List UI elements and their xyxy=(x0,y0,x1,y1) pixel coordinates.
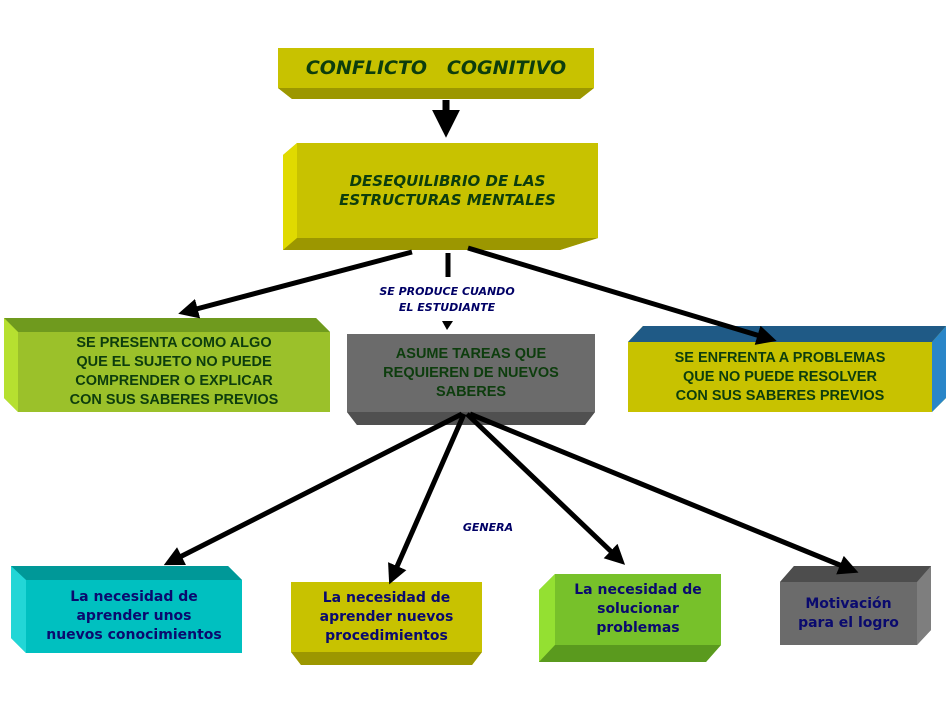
node-solucionar-problemas: La necesidad de solucionar problemas xyxy=(555,574,721,645)
conocimientos-box-3d xyxy=(11,566,242,653)
se-presenta-box-3d xyxy=(4,318,330,412)
procedimientos-box-3d xyxy=(291,582,482,665)
node-nuevos-conocimientos: La necesidad de aprender unos nuevos con… xyxy=(26,580,242,653)
node-motivacion-logro: Motivación para el logro xyxy=(780,582,917,645)
asume-box-3d xyxy=(347,334,595,425)
node-conflicto-cognitivo-text: CONFLICTO COGNITIVO xyxy=(305,57,567,79)
node-desequilibrio: DESEQUILIBRIO DE LAS ESTRUCTURAS MENTALE… xyxy=(297,143,598,238)
label-se-produce-cuando: SE PRODUCE CUANDO EL ESTUDIANTE xyxy=(379,285,515,314)
node-nuevos-conocimientos-text: La necesidad de aprender unos nuevos con… xyxy=(46,589,222,643)
label-genera: GENERA xyxy=(462,521,514,534)
node-asume-tareas-text: ASUME TAREAS QUE REQUIEREN DE NUEVOS SAB… xyxy=(383,345,559,400)
arrow-asume-to-problemas xyxy=(465,412,626,565)
arrow-desequilibrio-to-se-enfrenta xyxy=(467,245,777,345)
node-se-enfrenta: SE ENFRENTA A PROBLEMAS QUE NO PUEDE RES… xyxy=(628,342,932,412)
node-asume-tareas: ASUME TAREAS QUE REQUIEREN DE NUEVOS SAB… xyxy=(347,334,595,412)
arrow-desequilibrio-to-se-presenta xyxy=(178,249,413,319)
node-nuevos-procedimientos-text: La necesidad de aprender nuevos procedim… xyxy=(319,589,454,644)
arrow-asume-to-motivacion xyxy=(469,411,859,575)
node-se-presenta-text: SE PRESENTA COMO ALGO QUE EL SUJETO NO P… xyxy=(69,335,279,408)
arrow-asume-to-procedimientos xyxy=(388,412,467,585)
node-se-presenta: SE PRESENTA COMO ALGO QUE EL SUJETO NO P… xyxy=(18,332,330,412)
node-solucionar-problemas-text: La necesidad de solucionar problemas xyxy=(574,582,702,636)
se-enfrenta-box-3d xyxy=(628,326,946,412)
node-conflicto-cognitivo: CONFLICTO COGNITIVO xyxy=(278,48,594,88)
arrowhead-to-asume xyxy=(442,321,453,330)
node-se-enfrenta-text: SE ENFRENTA A PROBLEMAS QUE NO PUEDE RES… xyxy=(674,349,886,404)
node-nuevos-procedimientos: La necesidad de aprender nuevos procedim… xyxy=(291,582,482,652)
problemas-box-3d xyxy=(539,574,721,662)
motivacion-box-3d xyxy=(780,566,931,645)
arrow-asume-to-conocimientos xyxy=(163,411,464,566)
root-box-3d xyxy=(278,48,594,99)
desequilibrio-box-3d xyxy=(283,143,598,250)
node-motivacion-logro-text: Motivación para el logro xyxy=(798,595,899,631)
node-desequilibrio-text: DESEQUILIBRIO DE LAS ESTRUCTURAS MENTALE… xyxy=(339,171,556,209)
